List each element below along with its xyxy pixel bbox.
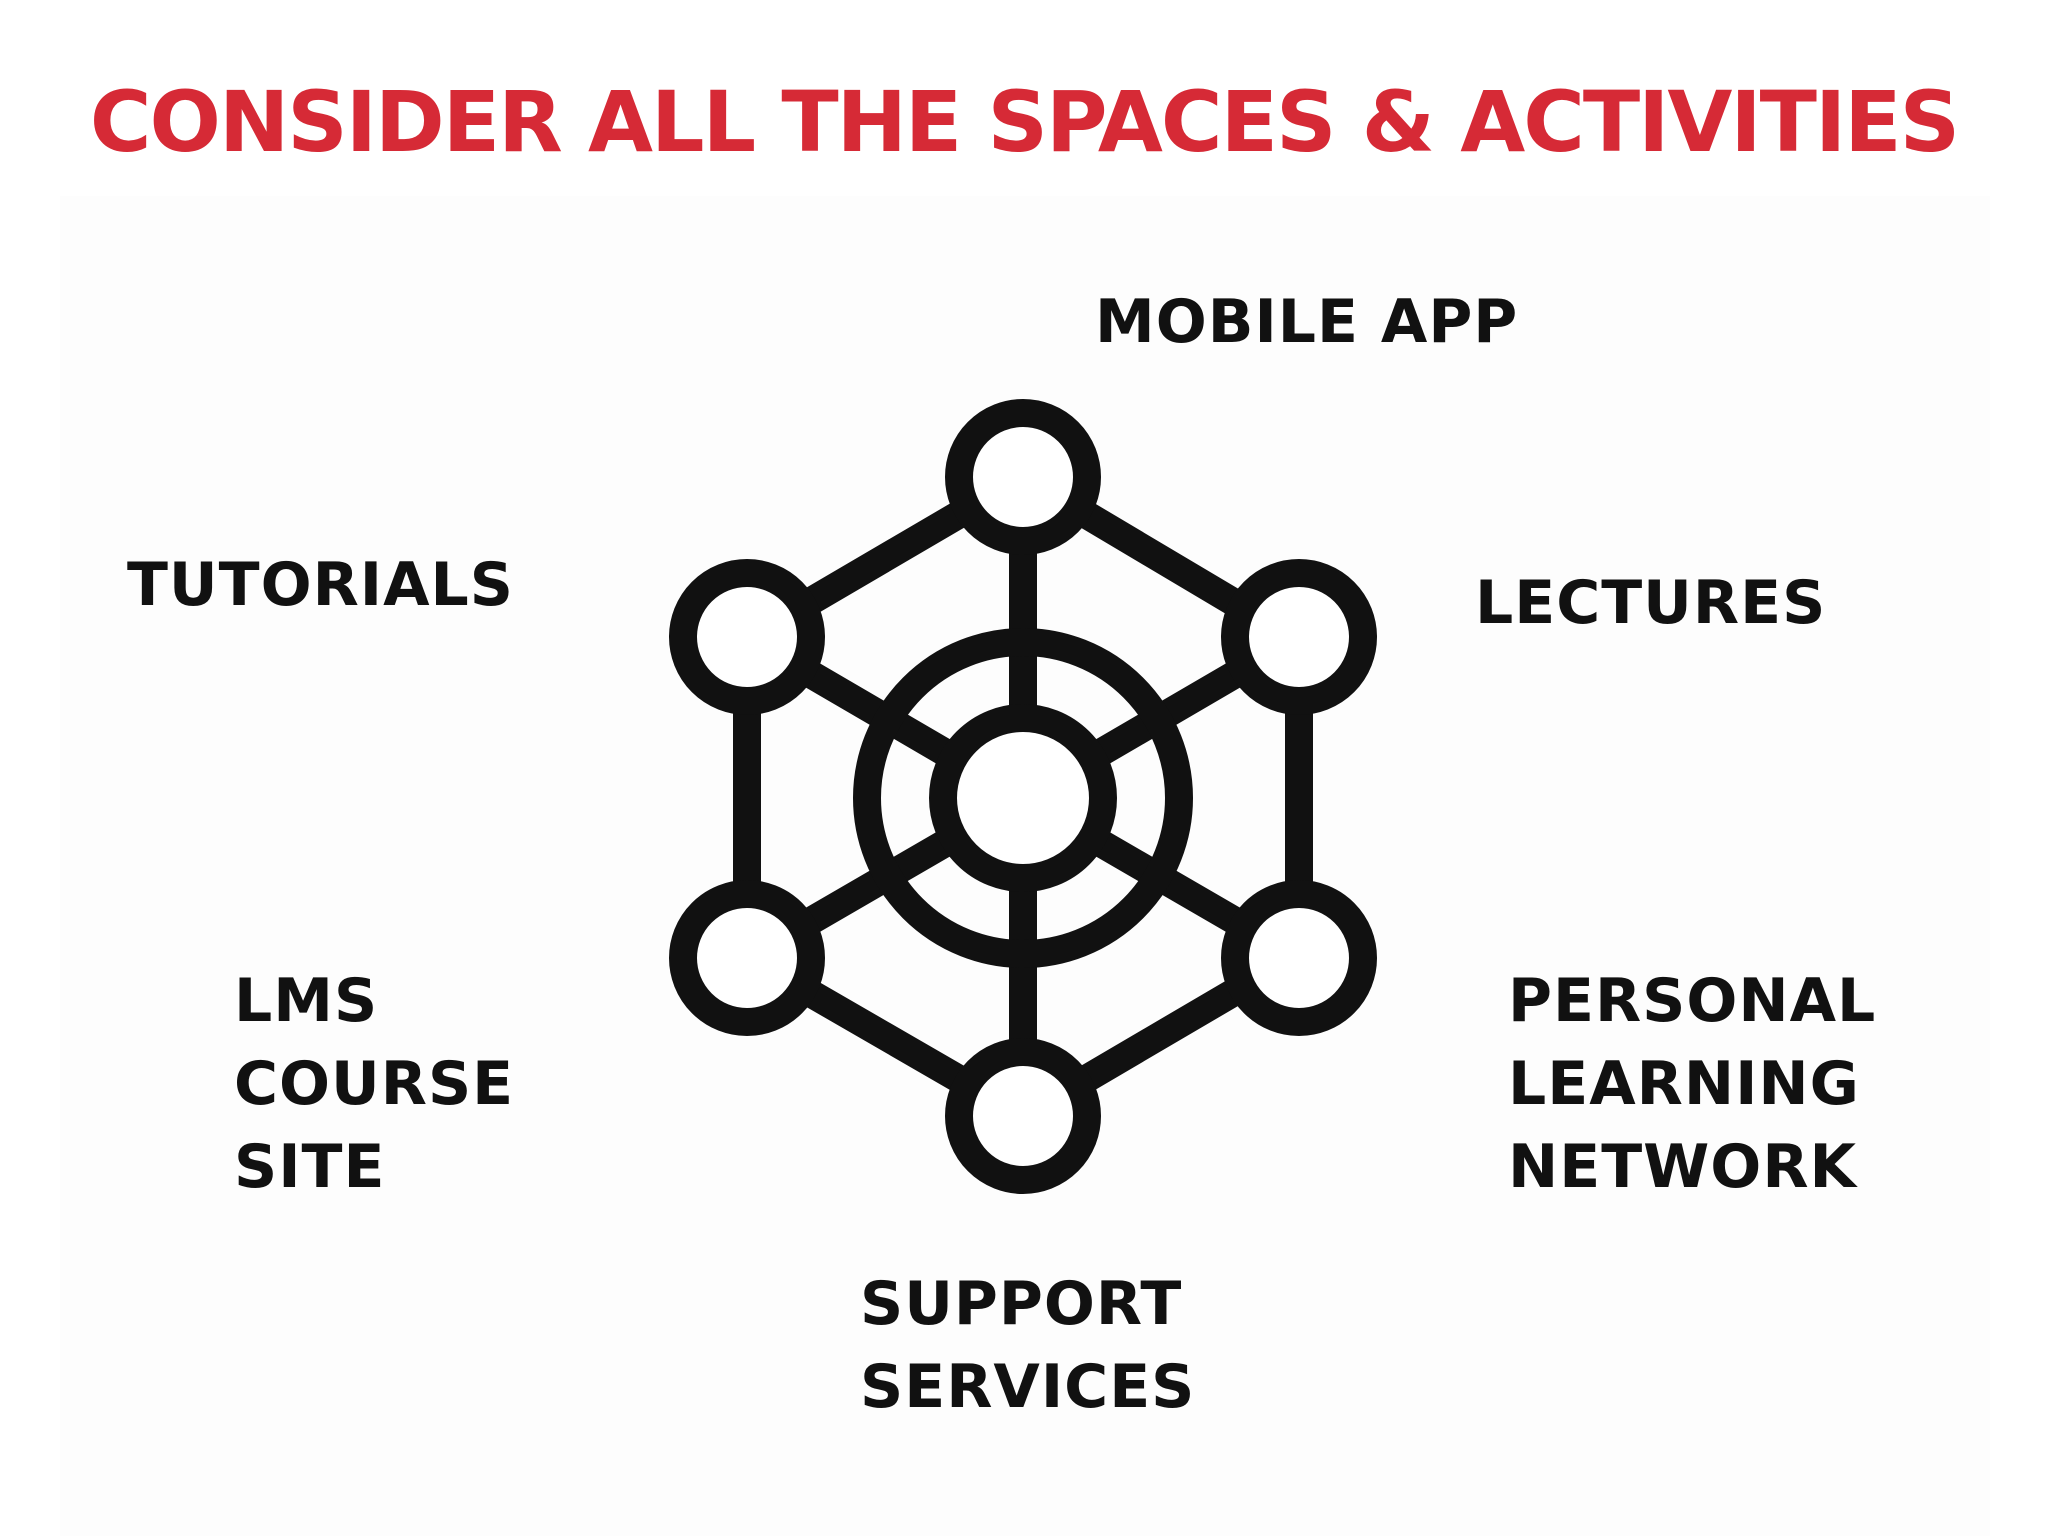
label-line: SITE (234, 1132, 386, 1202)
label-lectures: LECTURES (1475, 562, 1826, 645)
label-lms-course-site: LMS COURSE SITE (234, 960, 514, 1209)
label-line: LMS (234, 966, 379, 1036)
slide-title: CONSIDER ALL THE SPACES & ACTIVITIES (89, 73, 1960, 171)
network-hub-icon (669, 399, 1377, 1194)
node-lower-right (1221, 880, 1377, 1036)
label-line: LECTURES (1475, 568, 1827, 638)
label-line: TUTORIALS (127, 550, 514, 620)
node-lower-left (669, 880, 825, 1036)
node-bottom (945, 1038, 1101, 1194)
node-upper-left (669, 559, 825, 715)
label-support-services: SUPPORT SERVICES (860, 1263, 1195, 1429)
label-line: MOBILE APP (1095, 287, 1519, 357)
node-upper-right (1221, 559, 1377, 715)
label-tutorials: TUTORIALS (127, 544, 514, 627)
center-hub (929, 704, 1117, 892)
label-line: SERVICES (860, 1352, 1196, 1422)
middle-ring (853, 628, 1193, 968)
label-personal-learning-network: PERSONAL LEARNING NETWORK (1508, 960, 1876, 1209)
label-mobile-app: MOBILE APP (1095, 281, 1518, 364)
label-line: NETWORK (1508, 1132, 1858, 1202)
label-line: COURSE (234, 1049, 515, 1119)
node-top (945, 399, 1101, 555)
label-line: LEARNING (1508, 1049, 1860, 1119)
label-line: SUPPORT (860, 1269, 1183, 1339)
label-line: PERSONAL (1508, 966, 1877, 1036)
